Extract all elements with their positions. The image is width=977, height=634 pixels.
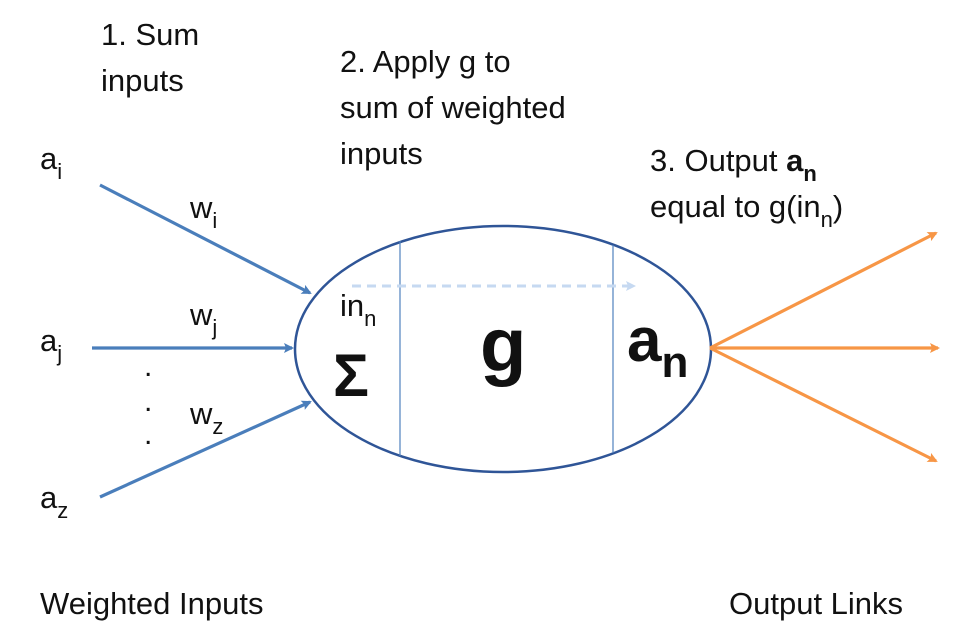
ellipsis-dot-1: .: [144, 350, 153, 383]
weight-label-z: wz: [190, 396, 224, 439]
input-label-z: az: [40, 480, 69, 523]
input-arrow-z: [99, 400, 312, 499]
ellipsis-dot-2: .: [144, 385, 153, 418]
step1-label: 1. Sum inputs: [101, 12, 199, 104]
output-links-caption: Output Links: [729, 586, 904, 621]
step3-label: 3. Output an equal to g(inn): [650, 138, 844, 232]
step3-line1: 3. Output an: [650, 143, 817, 186]
step1-line1: 1. Sum: [101, 17, 200, 52]
step2-line3: inputs: [340, 136, 423, 171]
weight-label-j: wj: [190, 297, 218, 340]
step2-label: 2. Apply g to sum of weighted inputs: [340, 39, 566, 177]
weighted-inputs-caption: Weighted Inputs: [40, 586, 264, 621]
step2-line1: 2. Apply g to: [340, 44, 511, 79]
sum-symbol: Σ: [333, 342, 370, 409]
output-arrow-top: [709, 231, 938, 350]
in-n-label: inn: [340, 288, 377, 331]
step1-line2: inputs: [101, 63, 184, 98]
ellipsis-dot-3: .: [144, 418, 153, 451]
input-label-j: aj: [40, 323, 63, 366]
input-label-i: ai: [40, 141, 63, 184]
weight-label-i: wi: [190, 190, 218, 233]
input-arrow-i: [99, 183, 312, 295]
step3-line2: equal to g(inn): [650, 189, 844, 232]
output-an-symbol: an: [627, 306, 689, 387]
output-arrow-bottom: [709, 346, 938, 463]
function-g-symbol: g: [480, 303, 527, 388]
step2-line2: sum of weighted: [340, 90, 566, 125]
